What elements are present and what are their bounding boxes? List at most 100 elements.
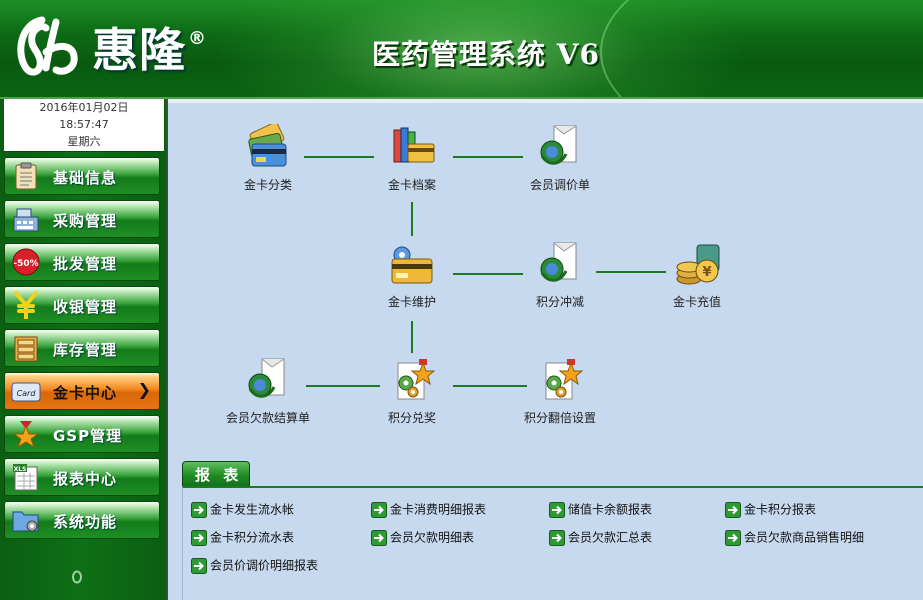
sidebar-item-wholesale[interactable]: -50% 批发管理	[4, 243, 160, 281]
report-link-member-debt-summary[interactable]: 会员欠款汇总表	[549, 527, 652, 547]
sidebar-item-report-center[interactable]: XLS 报表中心	[4, 458, 160, 496]
drawer-icon	[14, 336, 38, 362]
report-link-card-transaction-ledger[interactable]: 金卡发生流水帐	[191, 499, 294, 519]
sidebar-item-label: 收银管理	[53, 298, 118, 316]
green-arrow-icon	[725, 529, 741, 546]
green-arrow-icon	[549, 529, 565, 546]
sidebar-item-inventory[interactable]: 库存管理	[4, 329, 160, 367]
clipboard-icon	[15, 162, 37, 190]
main-content: 金卡分类 金卡档案 会员调价单 金卡维护	[166, 99, 923, 600]
flow-node-label: 积分翻倍设置	[523, 411, 596, 425]
sidebar-item-purchase[interactable]: 采购管理	[4, 200, 160, 238]
system-title: 医药管理系统 V6	[372, 38, 600, 71]
cash-register-icon	[13, 208, 39, 232]
report-link-member-price-adjust-detail[interactable]: 会员价调价明细报表	[191, 555, 318, 575]
registered-mark: ®	[188, 28, 206, 49]
green-arrow-icon	[371, 501, 387, 518]
flow-node-points-double-setting[interactable]: 积分翻倍设置	[505, 357, 615, 426]
header-curve-decoration	[600, 0, 923, 97]
sidebar-item-cashier[interactable]: 收银管理	[4, 286, 160, 324]
report-link-member-debt-detail[interactable]: 会员欠款明细表	[371, 527, 474, 547]
green-arrow-icon	[191, 501, 207, 518]
green-arrow-icon	[191, 529, 207, 546]
sidebar-ring-icon	[72, 570, 82, 584]
current-date: 2016年01月02日	[39, 101, 129, 114]
flow-node-points-deduction[interactable]: 积分冲减	[505, 241, 615, 310]
flow-node-card-recharge[interactable]: ¥ 金卡充值	[642, 241, 752, 310]
report-link-card-consumption-detail[interactable]: 金卡消费明细报表	[371, 499, 486, 519]
discount-tag-icon: -50%	[12, 248, 40, 276]
flow-node-label: 金卡维护	[387, 295, 436, 309]
flow-connector	[411, 321, 413, 353]
card-icon: Card	[11, 382, 41, 402]
gear-star-document-icon	[397, 359, 436, 400]
sidebar-item-label: 金卡中心	[53, 384, 118, 402]
sidebar-item-gsp[interactable]: GSP管理	[4, 415, 160, 453]
sidebar-item-label: 系统功能	[53, 513, 118, 531]
green-arrow-icon	[549, 501, 565, 518]
flow-node-label: 金卡充值	[672, 295, 721, 309]
current-weekday: 星期六	[67, 135, 101, 148]
flow-node-label: 金卡分类	[243, 178, 292, 192]
current-time: 18:57:47	[59, 118, 109, 131]
chevron-right-icon: ❯	[137, 380, 151, 399]
flow-connector	[453, 156, 523, 158]
svg-text:¥: ¥	[702, 265, 711, 280]
reports-tab[interactable]: 报 表	[182, 461, 250, 487]
globe-document-icon	[248, 358, 285, 398]
flow-node-label: 会员欠款结算单	[225, 411, 310, 425]
sidebar: 2016年01月02日 18:57:47 星期六 基础信息 采购管理 -50% …	[0, 99, 166, 600]
globe-document-icon	[540, 242, 577, 282]
folder-gear-icon	[12, 511, 39, 532]
flow-connector	[453, 385, 527, 387]
card-archive-icon	[393, 127, 435, 163]
flow-node-member-debt-settlement[interactable]: 会员欠款结算单	[213, 357, 323, 426]
flow-node-label: 积分冲减	[535, 295, 584, 309]
flow-node-label: 会员调价单	[529, 178, 590, 192]
sidebar-item-basic-info[interactable]: 基础信息	[4, 157, 160, 195]
credit-cards-icon	[248, 124, 287, 167]
card-icon-badge: Card	[17, 389, 37, 398]
flow-connector	[304, 156, 374, 158]
report-link-card-points-ledger[interactable]: 金卡积分流水表	[191, 527, 294, 547]
sidebar-item-label: GSP管理	[53, 427, 123, 445]
sidebar-item-gold-card-center[interactable]: Card 金卡中心 ❯	[4, 372, 160, 410]
flow-connector	[306, 385, 380, 387]
report-link-card-points[interactable]: 金卡积分报表	[725, 499, 816, 519]
yen-icon	[14, 291, 38, 319]
sidebar-item-label: 库存管理	[53, 341, 118, 359]
flow-node-member-price-adjust[interactable]: 会员调价单	[505, 124, 615, 193]
flow-node-label: 金卡档案	[387, 178, 436, 192]
sidebar-item-label: 报表中心	[53, 470, 118, 488]
report-link-member-debt-goods-sales[interactable]: 会员欠款商品销售明细	[725, 527, 864, 547]
svg-text:-50%: -50%	[13, 259, 38, 269]
flow-node-card-category[interactable]: 金卡分类	[213, 124, 323, 193]
main-top-strip	[168, 99, 923, 103]
brand-name: 惠隆	[92, 23, 186, 77]
gear-star-document-icon	[545, 359, 584, 400]
green-arrow-icon	[371, 529, 387, 546]
green-arrow-icon	[191, 557, 207, 574]
hl-script-logo-icon	[17, 16, 78, 76]
flow-node-label: 积分兑奖	[387, 411, 436, 425]
app-header: 惠隆 ® 医药管理系统 V6	[0, 0, 923, 99]
coins-icon: ¥	[676, 244, 720, 285]
sidebar-item-system[interactable]: 系统功能	[4, 501, 160, 539]
xls-badge: XLS	[14, 466, 27, 473]
sidebar-item-label: 批发管理	[53, 255, 118, 273]
xls-sheet-icon: XLS	[13, 464, 38, 491]
flow-node-card-archive[interactable]: 金卡档案	[357, 124, 467, 193]
flow-connector	[596, 271, 666, 273]
reports-panel: 金卡发生流水帐 金卡消费明细报表 储值卡余额报表 金卡积分报表 金卡积分流水表 …	[182, 486, 923, 600]
report-link-stored-value-balance[interactable]: 储值卡余额报表	[549, 499, 652, 519]
globe-document-icon	[540, 125, 577, 165]
sidebar-item-label: 基础信息	[53, 169, 118, 187]
flow-node-points-redeem[interactable]: 积分兑奖	[357, 357, 467, 426]
flow-connector	[411, 202, 413, 236]
flow-node-card-maintenance[interactable]: 金卡维护	[357, 241, 467, 310]
star-medal-icon	[12, 421, 40, 448]
datetime-panel: 2016年01月02日 18:57:47 星期六	[4, 99, 164, 152]
green-arrow-icon	[725, 501, 741, 518]
sidebar-item-label: 采购管理	[53, 212, 118, 230]
card-gear-icon	[391, 246, 433, 284]
